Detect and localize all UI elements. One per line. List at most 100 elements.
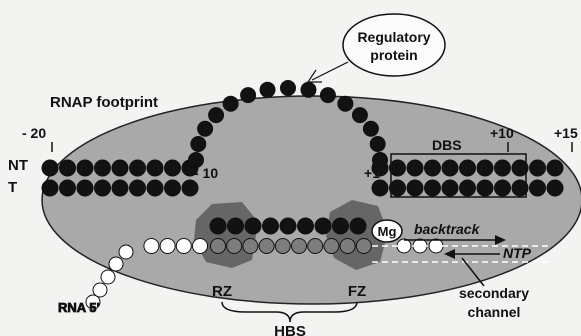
nt-strand-label: NT bbox=[8, 157, 28, 174]
t-dna-bead bbox=[182, 180, 198, 196]
nt-dna-bead bbox=[425, 160, 441, 176]
nt-dna-bead bbox=[130, 160, 146, 176]
rna-tail-bead bbox=[109, 257, 123, 271]
template-dna-bead bbox=[315, 218, 331, 234]
bubble-dna-bead bbox=[301, 82, 316, 97]
t-dna-bead bbox=[530, 180, 546, 196]
backtrack-label: backtrack bbox=[414, 221, 481, 237]
nt-dna-bead bbox=[95, 160, 111, 176]
position-plus15: +15 bbox=[554, 125, 578, 141]
bubble-dna-bead bbox=[198, 121, 213, 136]
template-dna-bead bbox=[298, 218, 314, 234]
rna-hybrid-bead bbox=[356, 239, 371, 254]
bubble-dna-bead bbox=[209, 108, 224, 123]
bubble-dna-bead bbox=[241, 88, 256, 103]
regulatory-protein-bubble bbox=[343, 14, 445, 76]
t-dna-bead bbox=[390, 180, 406, 196]
dbs-label: DBS bbox=[432, 137, 462, 153]
nt-dna-bead bbox=[530, 160, 546, 176]
rna-hybrid-bead bbox=[275, 239, 290, 254]
rna-free-bead bbox=[160, 239, 175, 254]
nt-dna-bead bbox=[512, 160, 528, 176]
secondary-channel-label-1: secondary bbox=[459, 285, 529, 301]
template-dna-bead bbox=[263, 218, 279, 234]
t-dna-bead bbox=[425, 180, 441, 196]
nt-dna-bead bbox=[147, 160, 163, 176]
rna-hybrid-bead bbox=[308, 239, 323, 254]
template-dna-bead bbox=[350, 218, 366, 234]
t-dna-bead bbox=[547, 180, 563, 196]
rz-label: RZ bbox=[212, 283, 232, 300]
template-dna-bead bbox=[280, 218, 296, 234]
position-plus10: +10 bbox=[490, 125, 514, 141]
bubble-dna-bead bbox=[338, 96, 353, 111]
template-dna-bead bbox=[245, 218, 261, 234]
t-dna-bead bbox=[407, 180, 423, 196]
rna-tail-bead bbox=[119, 245, 133, 259]
t-dna-bead bbox=[77, 180, 93, 196]
t-dna-bead bbox=[112, 180, 128, 196]
t-dna-bead bbox=[512, 180, 528, 196]
nt-dna-bead bbox=[60, 160, 76, 176]
regulatory-protein-label-2: protein bbox=[370, 47, 417, 63]
t-dna-bead bbox=[165, 180, 181, 196]
nt-dna-bead bbox=[460, 160, 476, 176]
t-dna-bead bbox=[130, 180, 146, 196]
rna-hybrid-bead bbox=[340, 239, 355, 254]
secondary-channel-label-2: channel bbox=[468, 304, 521, 320]
bubble-dna-bead bbox=[223, 96, 238, 111]
t-dna-bead bbox=[95, 180, 111, 196]
t-dna-bead bbox=[42, 180, 58, 196]
t-dna-bead bbox=[477, 180, 493, 196]
hybrid-template-dna bbox=[210, 218, 366, 234]
bubble-dna-bead bbox=[352, 108, 367, 123]
rna-hybrid-bead bbox=[227, 239, 242, 254]
template-dna-bead bbox=[333, 218, 349, 234]
nt-dna-bead bbox=[547, 160, 563, 176]
bubble-dna-bead bbox=[370, 136, 385, 151]
rna-hybrid-bead bbox=[324, 239, 339, 254]
nt-dna-bead bbox=[390, 160, 406, 176]
position-minus20: - 20 bbox=[22, 125, 46, 141]
position-plus1: +1 bbox=[364, 165, 380, 181]
rna-free-bead bbox=[193, 239, 208, 254]
nt-dna-bead bbox=[407, 160, 423, 176]
hbs-brace bbox=[222, 302, 357, 322]
bubble-dna-bead bbox=[320, 88, 335, 103]
bubble-dna-bead bbox=[363, 121, 378, 136]
bubble-dna-bead bbox=[191, 136, 206, 151]
hbs-label: HBS bbox=[274, 323, 306, 336]
rnap-footprint-label: RNAP footprint bbox=[50, 94, 158, 111]
rna-tail-bead bbox=[101, 270, 115, 284]
nt-dna-bead bbox=[112, 160, 128, 176]
t-dna-bead bbox=[60, 180, 76, 196]
rna-hybrid-bead bbox=[292, 239, 307, 254]
bubble-dna-bead bbox=[281, 81, 296, 96]
nt-dna-bead bbox=[42, 160, 58, 176]
regulatory-protein-arrow-line bbox=[312, 62, 348, 80]
nt-dna-bead bbox=[442, 160, 458, 176]
nt-dna-bead bbox=[495, 160, 511, 176]
t-dna-bead bbox=[442, 180, 458, 196]
template-dna-bead bbox=[210, 218, 226, 234]
t-dna-bead bbox=[460, 180, 476, 196]
t-dna-bead bbox=[372, 180, 388, 196]
rna-hybrid-bead bbox=[243, 239, 258, 254]
t-strand-label: T bbox=[8, 179, 17, 196]
nt-dna-bead bbox=[165, 160, 181, 176]
t-dna-bead bbox=[147, 180, 163, 196]
regulatory-protein-label-1: Regulatory bbox=[357, 29, 430, 45]
t-dna-bead bbox=[495, 180, 511, 196]
nt-dna-bead bbox=[477, 160, 493, 176]
nt-dna-bead bbox=[77, 160, 93, 176]
rna-5prime-label: RNA 5' bbox=[58, 300, 100, 315]
position-minus10: - 10 bbox=[194, 165, 218, 181]
rna-hybrid-bead bbox=[259, 239, 274, 254]
fz-label: FZ bbox=[348, 283, 366, 300]
rna-hybrid-bead bbox=[211, 239, 226, 254]
ntp-label: NTP bbox=[503, 245, 532, 261]
template-dna-bead bbox=[228, 218, 244, 234]
rna-free-bead bbox=[144, 239, 159, 254]
bubble-dna-bead bbox=[260, 82, 275, 97]
